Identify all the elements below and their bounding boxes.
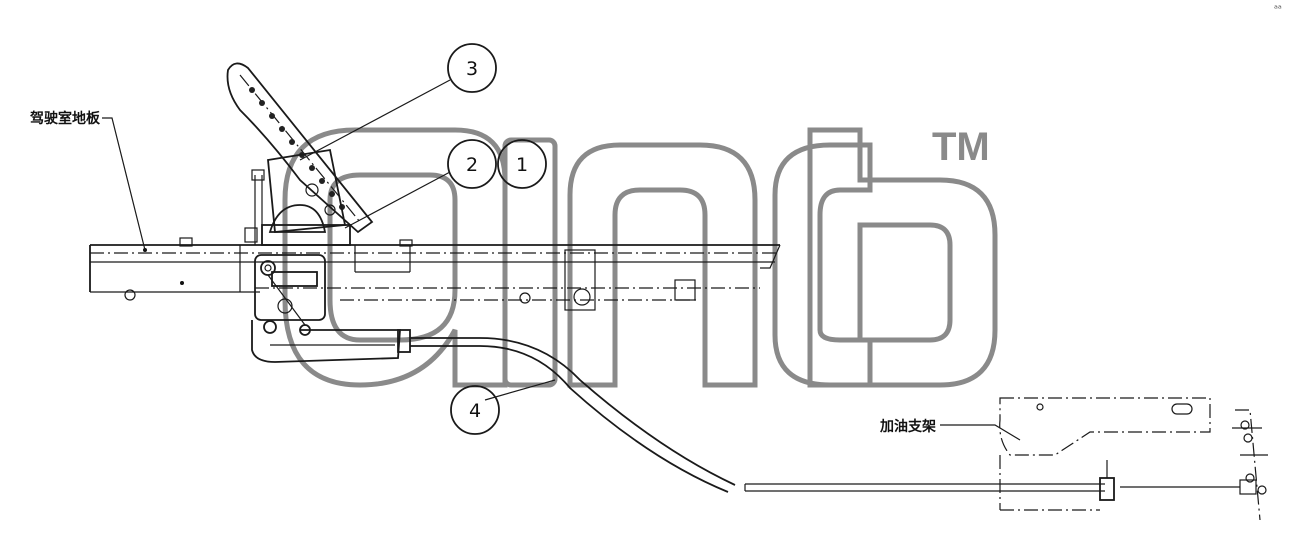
- watermark-tm: TM: [932, 125, 990, 169]
- throttle-cable: [410, 337, 1240, 493]
- svg-text:3: 3: [466, 58, 478, 80]
- pedal-sensor-body: [251, 254, 411, 363]
- callout-1: 1: [497, 139, 547, 189]
- leaders: [102, 79, 1021, 441]
- watermark-logo: [282, 127, 998, 388]
- corner-mark: ᵃᵃ: [1274, 4, 1282, 15]
- accelerator-pedal: [226, 62, 374, 246]
- svg-text:4: 4: [469, 400, 481, 422]
- callout-4: 4: [450, 385, 500, 435]
- callout-3: 3: [447, 43, 497, 93]
- floor-rail: [89, 237, 781, 311]
- callout-2: 2: [447, 139, 497, 189]
- cab-floor-label: 驾驶室地板: [29, 110, 101, 127]
- svg-text:2: 2: [466, 154, 478, 176]
- throttle-bracket-label: 加油支架: [879, 418, 936, 435]
- svg-text:1: 1: [516, 154, 528, 176]
- throttle-bracket: [999, 397, 1268, 521]
